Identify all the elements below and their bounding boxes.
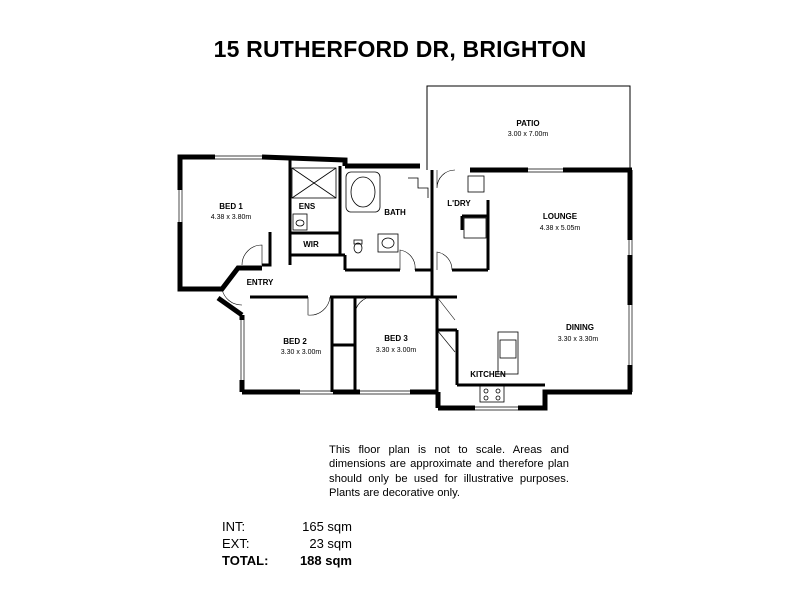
area-row-ext: EXT: 23 sqm (222, 536, 352, 553)
windows (178, 155, 633, 411)
room-dims-bed1: 4.38 x 3.80m (211, 214, 252, 221)
interior-walls (250, 160, 545, 392)
room-label-entry: ENTRY (247, 278, 274, 287)
area-label-ext: EXT: (222, 536, 250, 551)
cooktop-icon (479, 385, 505, 403)
room-dims-patio: 3.00 x 7.00m (508, 131, 549, 138)
disclaimer-text: This floor plan is not to scale. Areas a… (329, 444, 569, 499)
area-summary: INT: 165 sqm EXT: 23 sqm TOTAL: 188 sqm (222, 519, 352, 570)
stairs-icon (408, 177, 429, 198)
area-row-int: INT: 165 sqm (222, 519, 352, 536)
area-label-int: INT: (222, 519, 246, 534)
exterior-walls (177, 154, 633, 411)
door-swings (221, 169, 456, 353)
area-value-int: 165 sqm (302, 519, 352, 534)
bath-vanity-icon (377, 233, 399, 253)
page-title: 15 RUTHERFORD DR, BRIGHTON (213, 36, 587, 62)
bathtub-icon (345, 171, 381, 213)
room-dims-lounge: 4.38 x 5.05m (540, 225, 581, 232)
toilet-icon (353, 239, 363, 245)
patio-area (426, 85, 631, 170)
room-label-bed3: BED 3 (384, 334, 408, 343)
kitchen-island-icon (497, 331, 519, 375)
laundry-tub-icon (467, 175, 485, 193)
room-label-wir: WIR (303, 240, 319, 249)
room-label-patio: PATIO (516, 119, 539, 128)
area-row-total: TOTAL: 188 sqm (222, 553, 352, 570)
room-label-ldry: L'DRY (447, 199, 471, 208)
room-label-ens: ENS (299, 202, 316, 211)
room-labels: PATIO 3.00 x 7.00m BED 1 4.38 x 3.80m EN… (211, 119, 599, 379)
washer-icon (463, 217, 487, 239)
area-value-ext: 23 sqm (309, 536, 352, 551)
room-label-bed1: BED 1 (219, 202, 243, 211)
room-label-kitchen: KITCHEN (470, 370, 506, 379)
room-label-lounge: LOUNGE (543, 212, 578, 221)
room-label-bed2: BED 2 (283, 337, 307, 346)
sink-icon (499, 339, 517, 359)
room-dims-dining: 3.30 x 3.30m (558, 336, 599, 343)
room-dims-bed2: 3.30 x 3.00m (281, 349, 322, 356)
room-label-bath: BATH (384, 208, 406, 217)
room-label-dining: DINING (566, 323, 594, 332)
ensuite-vanity-icon (292, 213, 308, 231)
area-label-total: TOTAL: (222, 553, 269, 568)
area-value-total: 188 sqm (299, 553, 352, 568)
fixtures (291, 167, 519, 403)
shower-icon (291, 167, 337, 199)
room-dims-bed3: 3.30 x 3.00m (376, 347, 417, 354)
